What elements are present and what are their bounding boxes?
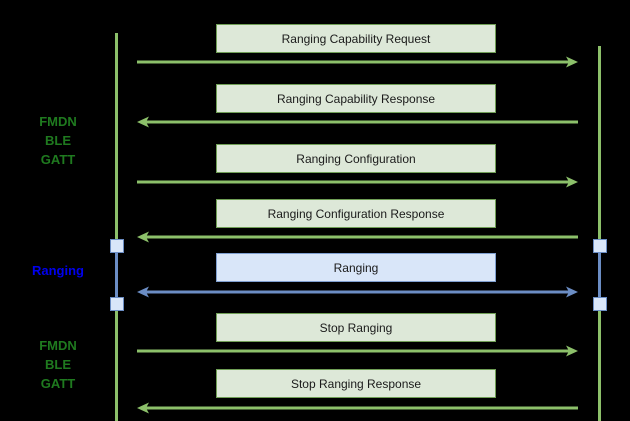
message-arrow-left <box>137 116 578 128</box>
right-lifeline-lower-segment <box>598 304 601 421</box>
left-lifeline-lower-segment <box>115 304 118 421</box>
phase-label-ranging: Ranging <box>32 263 84 278</box>
message-box: Stop Ranging <box>216 313 496 342</box>
phase-label-fmdn-ble-gatt-top: FMDN BLE GATT <box>39 114 77 167</box>
message-box: Stop Ranging Response <box>216 369 496 398</box>
message-box: Ranging <box>216 253 496 282</box>
activation-box-right-ranging-start <box>593 239 607 253</box>
message-arrow-left <box>137 402 578 414</box>
activation-box-left-ranging-end <box>110 297 124 311</box>
right-lifeline-upper-segment <box>598 46 601 244</box>
phase-label-fmdn-ble-gatt-bottom: FMDN BLE GATT <box>39 338 77 391</box>
activation-box-right-ranging-end <box>593 297 607 311</box>
message-box: Ranging Capability Response <box>216 84 496 113</box>
message-arrow-right <box>137 56 578 68</box>
message-arrow-left <box>137 231 578 243</box>
right-lifeline-ranging-segment <box>598 246 601 304</box>
message-arrow-right <box>137 176 578 188</box>
message-arrow-right <box>137 345 578 357</box>
left-lifeline-upper-segment <box>115 33 118 244</box>
activation-box-left-ranging-start <box>110 239 124 253</box>
left-lifeline-ranging-segment <box>115 246 118 304</box>
message-box: Ranging Configuration Response <box>216 199 496 228</box>
message-arrow-both <box>137 286 578 298</box>
message-box: Ranging Configuration <box>216 144 496 173</box>
message-box: Ranging Capability Request <box>216 24 496 53</box>
